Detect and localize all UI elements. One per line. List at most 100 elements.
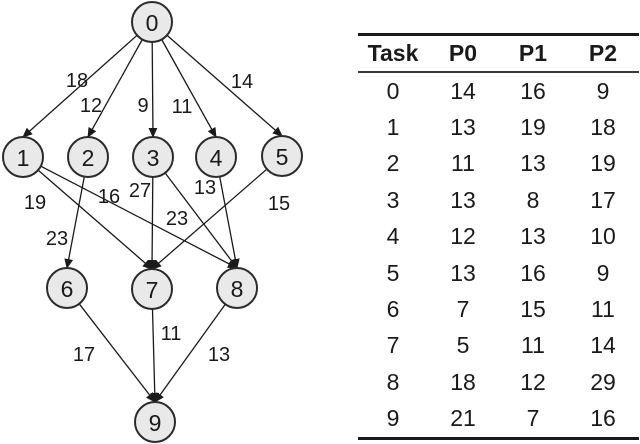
- table-cell: 17: [590, 186, 616, 213]
- node-circle: [216, 267, 258, 309]
- table-cell: 12: [520, 368, 546, 395]
- node-label: 9: [149, 410, 162, 436]
- table-cell: 13: [450, 186, 476, 213]
- table-row-task-8: 8 18 12 29: [358, 364, 639, 400]
- edge-weight-2-6: 23: [46, 228, 68, 250]
- table-cell: 1: [386, 114, 400, 141]
- table-cell: 10: [590, 223, 616, 250]
- graph-node-2: 2: [67, 136, 109, 178]
- table-cell: 7: [386, 332, 400, 359]
- table-header-rule: [358, 71, 639, 73]
- table-row-task-3: 3 13 8 17: [358, 182, 639, 218]
- graph-node-7: 7: [131, 268, 173, 310]
- graph-node-4: 4: [195, 136, 237, 178]
- edge-weight-1-8: 16: [98, 186, 120, 208]
- node-circle: [131, 1, 173, 43]
- edge-weight-1-7: 19: [24, 192, 46, 214]
- table-cell: 7: [456, 296, 470, 323]
- table-cell: 11: [521, 332, 545, 359]
- table-cell: 29: [590, 368, 616, 395]
- table-header-p0: P0: [448, 40, 478, 66]
- node-label: 5: [276, 144, 289, 170]
- table-cell: 13: [520, 223, 546, 250]
- graph-edge-2-6: [64, 176, 85, 269]
- node-label: 7: [146, 277, 159, 303]
- node-circle: [261, 135, 303, 177]
- edge-weight-0-4: 11: [172, 96, 193, 118]
- table-cell: 9: [596, 77, 610, 104]
- graph-edge-0-2: [87, 39, 143, 138]
- node-label: 2: [82, 145, 95, 171]
- table-cell: 7: [526, 405, 540, 432]
- node-label: 6: [61, 276, 74, 302]
- table-cell: 13: [520, 150, 546, 177]
- table-row-task-1: 1 13 19 18: [358, 109, 639, 145]
- table-cell: 0: [386, 77, 400, 104]
- edge-weight-7-9: 11: [161, 323, 182, 345]
- table-cell: 16: [590, 405, 616, 432]
- graph-node-6: 6: [46, 267, 88, 309]
- edge-weight-0-3: 9: [137, 95, 148, 117]
- table-header-task: Task: [367, 40, 419, 66]
- table-cell: 3: [386, 186, 400, 213]
- graph-node-5: 5: [261, 135, 303, 177]
- table-cell: 8: [526, 186, 540, 213]
- graph-edge-4-8: [219, 176, 240, 269]
- graph-edge-0-5: [166, 34, 283, 137]
- table-cell: 11: [451, 150, 475, 177]
- table-cell: 19: [590, 150, 616, 177]
- edge-weight-0-5: 14: [231, 71, 253, 93]
- graph-edge-3-7: [147, 176, 157, 270]
- table-top-rule: [358, 33, 639, 36]
- table-cell: 8: [386, 368, 400, 395]
- table-cell: 5: [456, 332, 470, 359]
- table-cell: 18: [590, 114, 616, 141]
- table-cell: 14: [450, 77, 476, 104]
- table-cell: 4: [386, 223, 400, 250]
- table-cell: 2: [386, 150, 400, 177]
- node-circle: [46, 267, 88, 309]
- table-cell: 14: [590, 332, 616, 359]
- node-circle: [134, 401, 176, 443]
- graph-edge-3-8: [164, 172, 238, 269]
- table-cell: 6: [386, 296, 400, 323]
- node-circle: [132, 136, 174, 178]
- node-label: 4: [210, 145, 223, 171]
- graph-edge-5-7: [151, 168, 268, 270]
- table-cell: 9: [596, 259, 610, 286]
- table-cell: 13: [450, 259, 476, 286]
- table-cell: 13: [450, 114, 476, 141]
- edge-layer: [22, 34, 283, 403]
- graph-node-1: 1: [2, 136, 44, 178]
- node-label: 1: [17, 145, 30, 171]
- graph-node-0: 0: [131, 1, 173, 43]
- graph-edge-0-4: [161, 39, 217, 138]
- table-cell: 18: [450, 368, 476, 395]
- table-cell: 21: [450, 405, 476, 432]
- edge-weight-3-8: 23: [166, 208, 188, 230]
- graph-edge-0-1: [22, 34, 138, 138]
- edge-weight-0-1: 18: [66, 70, 88, 92]
- table-cell: 16: [520, 259, 546, 286]
- table-row-task-7: 7 5 11 14: [358, 328, 639, 364]
- graph-edge-8-9: [154, 303, 226, 403]
- edge-weight-8-9: 13: [208, 344, 230, 366]
- table-header-p2: P2: [588, 40, 618, 66]
- edge-weight-0-2: 12: [80, 95, 102, 117]
- node-circle: [2, 136, 44, 178]
- node-circle: [67, 136, 109, 178]
- table-cell: 15: [520, 296, 546, 323]
- table-cell: 19: [520, 114, 546, 141]
- graph-edge-7-9: [150, 308, 160, 403]
- graph-node-3: 3: [132, 136, 174, 178]
- node-label: 3: [147, 145, 160, 171]
- node-label: 8: [231, 276, 244, 302]
